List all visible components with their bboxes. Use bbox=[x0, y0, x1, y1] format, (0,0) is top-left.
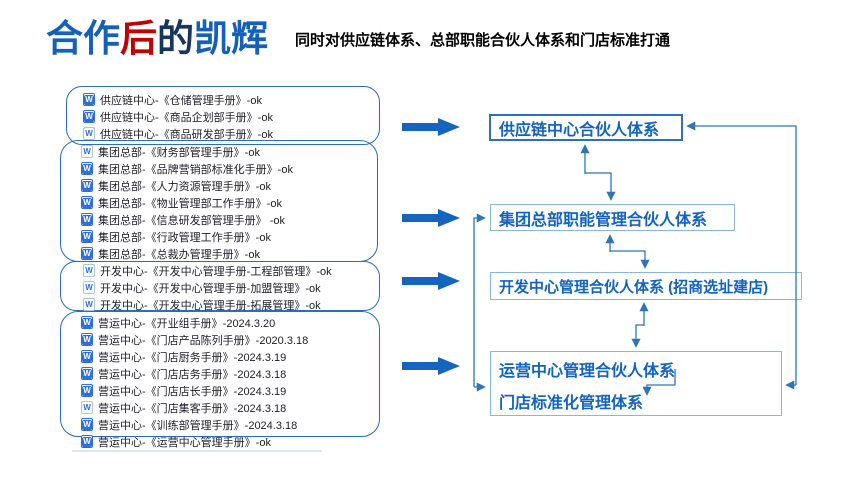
flow-box-label: 集团总部职能管理合伙人体系 bbox=[499, 211, 708, 229]
doc-title: 集团总部-《信息研发部管理手册》 -ok bbox=[98, 214, 285, 227]
word-doc-icon: W bbox=[81, 367, 93, 380]
doc-title: 开发中心-《开发中心管理手册-加盟管理》-ok bbox=[100, 282, 321, 295]
doc-title: 开发中心-《开发中心管理手册-拓展管理》-ok bbox=[100, 299, 321, 312]
doc-group-operations: W 营运中心-《开业组手册》-2024.3.20 W 营运中心-《门店产品陈列手册》… bbox=[60, 311, 380, 449]
doc-list-item: W 供应链中心-《仓储管理手册》-ok bbox=[83, 91, 379, 108]
doc-title: 集团总部-《总裁办管理手册》-ok bbox=[98, 248, 260, 261]
doc-title: 营运中心-《训练部管理手册》-2024.3.18 bbox=[98, 419, 298, 432]
doc-list-item: W 营运中心-《门店店务手册》-2024.3.18 bbox=[81, 365, 379, 382]
flow-box-label: 门店标准化管理体系 bbox=[499, 395, 644, 412]
doc-title: 集团总部-《财务部管理手册》-ok bbox=[98, 146, 260, 159]
word-doc-icon: W bbox=[83, 93, 95, 106]
doc-title: 营运中心-《门店厨务手册》-2024.3.19 bbox=[98, 351, 287, 364]
word-doc-icon: W bbox=[83, 281, 95, 294]
doc-list-item: W 集团总部-《行政管理工作手册》-ok bbox=[81, 228, 377, 245]
word-doc-icon: W bbox=[81, 316, 93, 329]
doc-list-item: W 集团总部-《品牌营销部标准化手册》-ok bbox=[81, 160, 377, 177]
doc-title: 营运中心-《门店店长手册》-2024.3.19 bbox=[98, 385, 287, 398]
doc-list-item: W 集团总部-《总裁办管理手册》-ok bbox=[81, 245, 377, 262]
flow-box-label: 供应链中心合伙人体系 bbox=[499, 121, 660, 139]
flow-box-supply-chain: 供应链中心合伙人体系 bbox=[489, 114, 683, 141]
doc-group-supply-chain: W 供应链中心-《仓储管理手册》-ok W 供应链中心-《商品企划部手册》-ok W… bbox=[66, 86, 380, 145]
doc-list-item: W 集团总部-《人力资源管理手册》-ok bbox=[81, 177, 377, 194]
flow-box-label: 开发中心管理合伙人体系 (招商选址建店) bbox=[499, 278, 769, 296]
flow-box-hq: 集团总部职能管理合伙人体系 bbox=[490, 204, 735, 231]
doc-title: 开发中心-《开发中心管理手册-工程部管理》-ok bbox=[100, 265, 332, 278]
doc-group-development: W 开发中心-《开发中心管理手册-工程部管理》-ok W 开发中心-《开发中心管理手… bbox=[60, 261, 380, 313]
doc-list-item: W 集团总部-《信息研发部管理手册》 -ok bbox=[81, 211, 377, 228]
doc-list-item: W 营运中心-《门店集客手册》-2024.3.18 bbox=[81, 399, 379, 416]
word-doc-icon: W bbox=[81, 350, 93, 363]
doc-list-item: W 集团总部-《物业管理部工作手册》-ok bbox=[81, 194, 377, 211]
doc-list-item: W 营运中心-《门店厨务手册》-2024.3.19 bbox=[81, 348, 379, 365]
doc-list-item: W 开发中心-《开发中心管理手册-工程部管理》-ok bbox=[83, 262, 379, 279]
doc-title: 供应链中心-《仓储管理手册》-ok bbox=[100, 94, 262, 107]
word-doc-icon: W bbox=[83, 264, 95, 277]
word-doc-icon: W bbox=[81, 435, 93, 448]
flow-box-label: 运营中心管理合伙人体系 bbox=[499, 363, 676, 380]
flow-box-development: 开发中心管理合伙人体系 (招商选址建店) bbox=[490, 272, 802, 300]
doc-list-item: W 营运中心-《训练部管理手册》-2024.3.18 bbox=[81, 416, 379, 433]
doc-title: 集团总部-《行政管理工作手册》-ok bbox=[98, 231, 271, 244]
page-title: 合作后的凯辉 bbox=[46, 8, 268, 62]
doc-title: 营运中心-《门店集客手册》-2024.3.18 bbox=[98, 402, 287, 415]
right-arrow-icon bbox=[402, 209, 460, 227]
right-arrow-icon bbox=[402, 272, 460, 290]
title-segment: 后 bbox=[120, 18, 157, 59]
title-segment: 合作 bbox=[46, 18, 120, 59]
word-doc-icon: W bbox=[81, 418, 93, 431]
word-doc-icon: W bbox=[83, 110, 95, 123]
doc-list-item: W 营运中心-《运营中心管理手册》-ok bbox=[81, 433, 379, 450]
doc-title: 集团总部-《人力资源管理手册》-ok bbox=[98, 180, 271, 193]
word-doc-icon: W bbox=[83, 127, 95, 140]
word-doc-icon: W bbox=[81, 401, 93, 414]
flow-box-operations: 运营中心管理合伙人体系 门店标准化管理体系 bbox=[490, 351, 782, 416]
doc-title: 供应链中心-《商品研发部手册》-ok bbox=[100, 128, 273, 141]
right-arrow-icon bbox=[402, 118, 460, 136]
right-arrow-icon bbox=[402, 357, 460, 375]
doc-title: 集团总部-《品牌营销部标准化手册》-ok bbox=[98, 163, 293, 176]
word-doc-icon: W bbox=[81, 196, 93, 209]
doc-list-item: W 开发中心-《开发中心管理手册-拓展管理》-ok bbox=[83, 296, 379, 313]
doc-title: 供应链中心-《商品企划部手册》-ok bbox=[100, 111, 273, 124]
word-doc-icon: W bbox=[81, 333, 93, 346]
doc-group-hq: W 集团总部-《财务部管理手册》-ok W 集团总部-《品牌营销部标准化手册》-ok… bbox=[60, 140, 378, 262]
word-doc-icon: W bbox=[81, 213, 93, 226]
doc-list-item: W 营运中心-《开业组手册》-2024.3.20 bbox=[81, 314, 379, 331]
word-doc-icon: W bbox=[81, 384, 93, 397]
doc-list-item: W 供应链中心-《商品企划部手册》-ok bbox=[83, 108, 379, 125]
doc-title: 营运中心-《运营中心管理手册》-ok bbox=[98, 436, 271, 449]
doc-list-item: W 开发中心-《开发中心管理手册-加盟管理》-ok bbox=[83, 279, 379, 296]
doc-title: 营运中心-《门店产品陈列手册》-2020.3.18 bbox=[98, 334, 309, 347]
doc-list-item: W 供应链中心-《商品研发部手册》-ok bbox=[83, 125, 379, 142]
doc-title: 营运中心-《开业组手册》-2024.3.20 bbox=[98, 317, 276, 330]
doc-list-item: W 集团总部-《财务部管理手册》-ok bbox=[81, 143, 377, 160]
doc-title: 集团总部-《物业管理部工作手册》-ok bbox=[98, 197, 282, 210]
doc-list-item: W 营运中心-《门店产品陈列手册》-2020.3.18 bbox=[81, 331, 379, 348]
word-doc-icon: W bbox=[81, 145, 93, 158]
title-segment: 的 bbox=[157, 18, 194, 59]
word-doc-icon: W bbox=[83, 298, 95, 311]
word-doc-icon: W bbox=[81, 162, 93, 175]
word-doc-icon: W bbox=[81, 247, 93, 260]
title-segment: 凯辉 bbox=[194, 18, 268, 59]
doc-list-item: W 营运中心-《门店店长手册》-2024.3.19 bbox=[81, 382, 379, 399]
word-doc-icon: W bbox=[81, 230, 93, 243]
word-doc-icon: W bbox=[81, 179, 93, 192]
doc-title: 营运中心-《门店店务手册》-2024.3.18 bbox=[98, 368, 287, 381]
subtitle: 同时对供应链体系、总部职能合伙人体系和门店标准打通 bbox=[295, 32, 671, 49]
